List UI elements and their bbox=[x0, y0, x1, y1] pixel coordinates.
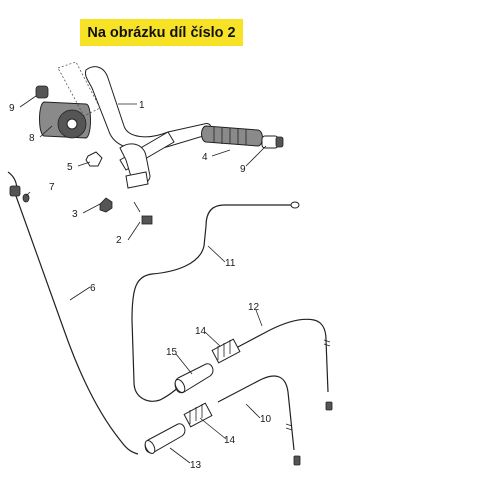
callout-9-right: 9 bbox=[240, 164, 246, 175]
callout-3: 3 bbox=[72, 209, 78, 220]
cable-housing-15-part bbox=[174, 363, 214, 394]
callout-4: 4 bbox=[202, 152, 208, 163]
callout-9-left: 9 bbox=[9, 103, 15, 114]
throttle-grip-part bbox=[39, 101, 91, 139]
clip-7-part bbox=[22, 193, 30, 203]
callout-10: 10 bbox=[260, 414, 272, 425]
bolt-2-part bbox=[133, 201, 153, 225]
callout-1: 1 bbox=[139, 100, 145, 111]
callout-15: 15 bbox=[166, 347, 178, 358]
callout-5: 5 bbox=[67, 162, 73, 173]
callout-7: 7 bbox=[49, 182, 55, 193]
left-end-cap-part bbox=[35, 85, 49, 99]
callout-12: 12 bbox=[248, 302, 260, 313]
cable-housing-13-part bbox=[144, 423, 186, 454]
callout-6: 6 bbox=[90, 283, 96, 294]
right-end-cap-part bbox=[261, 135, 284, 149]
adjuster-14-upper-part bbox=[211, 338, 241, 364]
right-grip-part bbox=[201, 125, 263, 147]
cable-11-part bbox=[131, 201, 300, 402]
callout-14-upper: 14 bbox=[195, 326, 207, 337]
nut-5-part bbox=[85, 151, 103, 167]
cable-12-part bbox=[235, 318, 333, 411]
bolt-3-part bbox=[99, 197, 113, 213]
callout-2: 2 bbox=[116, 235, 122, 246]
cable-6-part bbox=[7, 171, 139, 455]
leader-lines bbox=[19, 95, 267, 464]
handlebar-part bbox=[85, 66, 213, 189]
callout-11: 11 bbox=[225, 258, 236, 269]
callout-14-lower: 14 bbox=[224, 435, 236, 446]
part-number-banner: Na obrázku díl číslo 2 bbox=[80, 19, 243, 46]
callout-13: 13 bbox=[190, 460, 202, 471]
cable-10-part bbox=[217, 375, 301, 466]
callout-8: 8 bbox=[29, 133, 35, 144]
adjuster-14-lower-part bbox=[183, 402, 213, 428]
